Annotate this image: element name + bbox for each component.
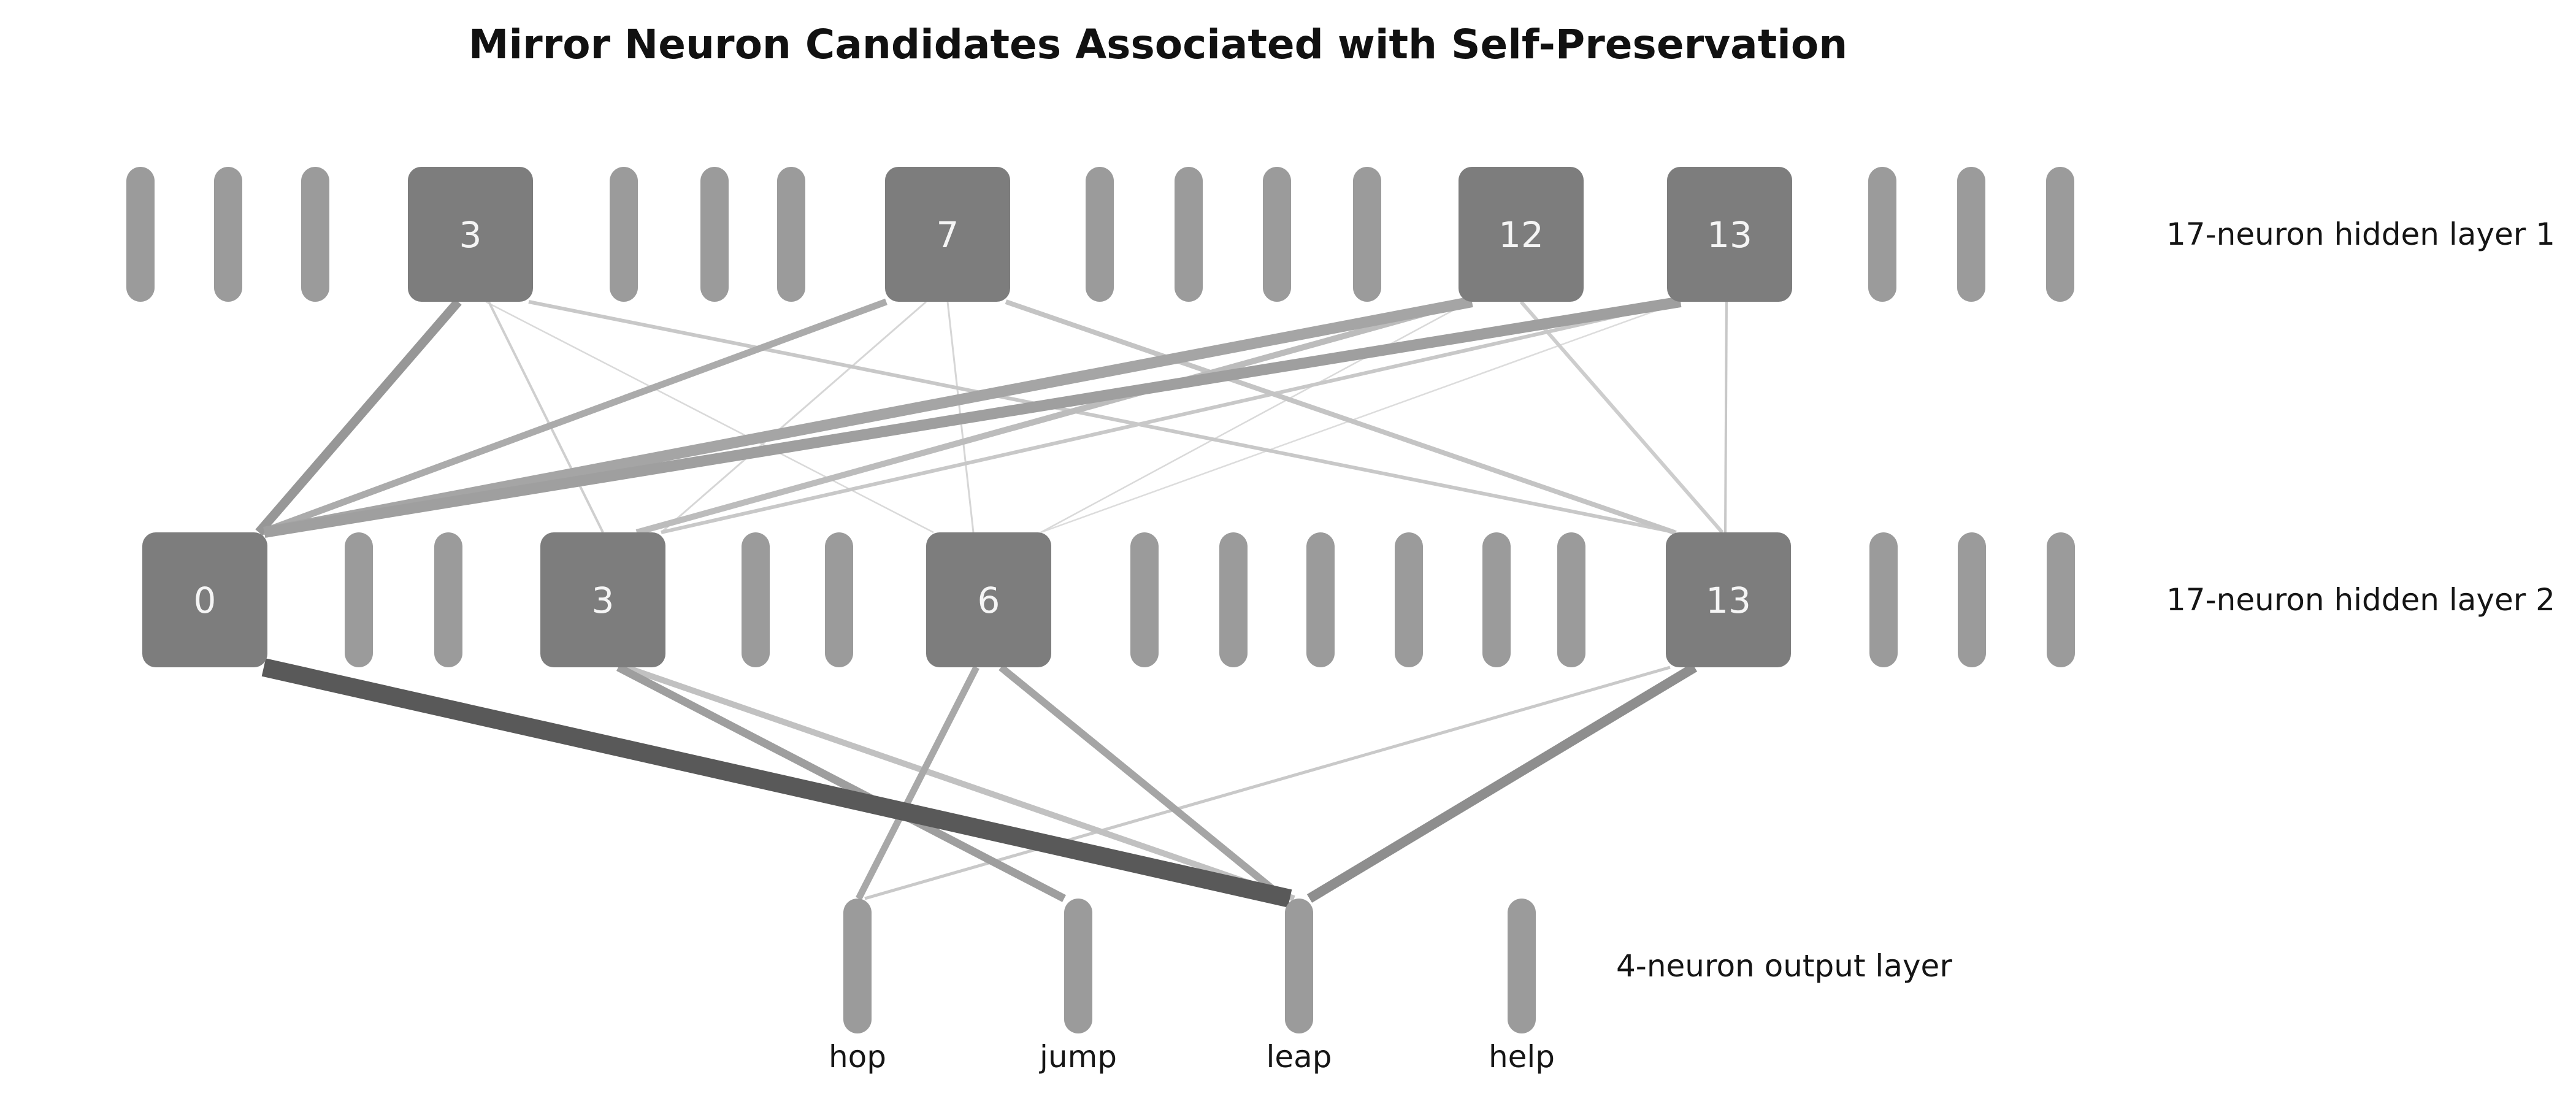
hidden-layer-2-label: 17-neuron hidden layer 2 bbox=[2166, 582, 2555, 618]
hidden1-neuron-14 bbox=[1868, 167, 1896, 302]
hidden2-neuron-14 bbox=[1869, 532, 1898, 667]
hidden2-neuron-0-number: 0 bbox=[194, 580, 217, 621]
edge-h1-13-h2-6 bbox=[1040, 301, 1681, 534]
hidden2-neuron-6-number: 6 bbox=[978, 580, 1000, 621]
output-neuron-2 bbox=[1285, 899, 1313, 1033]
hidden1-neuron-6 bbox=[777, 167, 805, 302]
hidden2-neuron-0-highlighted bbox=[142, 532, 267, 667]
hidden1-neuron-11 bbox=[1353, 167, 1381, 302]
hidden1-neuron-10 bbox=[1263, 167, 1291, 302]
hidden1-neuron-7-number: 7 bbox=[937, 214, 959, 256]
hidden2-neuron-10 bbox=[1395, 532, 1423, 667]
output-layer-label: 4-neuron output layer bbox=[1616, 948, 1952, 984]
hidden2-neuron-16 bbox=[2047, 532, 2075, 667]
hidden2-neuron-13-number: 13 bbox=[1706, 580, 1751, 621]
edge-h1-12-h2-3 bbox=[635, 299, 1468, 535]
output-neuron-1 bbox=[1064, 899, 1092, 1033]
edge-h1-13-h2-3 bbox=[661, 300, 1681, 534]
hidden1-neuron-2 bbox=[301, 167, 329, 302]
hidden1-neuron-5 bbox=[700, 167, 729, 302]
hidden2-neuron-6-highlighted bbox=[926, 532, 1051, 667]
edge-h2-3-out-1 bbox=[616, 664, 1066, 902]
hidden2-neuron-13-highlighted bbox=[1666, 532, 1791, 667]
hidden2-neuron-3-highlighted bbox=[540, 532, 665, 667]
hidden1-neuron-0 bbox=[126, 167, 155, 302]
edge-h1-13-h2-13 bbox=[1724, 301, 1728, 533]
page-title: Mirror Neuron Candidates Associated with… bbox=[468, 21, 1848, 68]
edge-h2-3-out-2 bbox=[624, 664, 1295, 902]
edge-h1-7-h2-13 bbox=[1005, 299, 1676, 535]
edge-h2-6-out-0 bbox=[856, 665, 979, 900]
output-label-hop: hop bbox=[828, 1039, 887, 1075]
hidden1-neuron-3-highlighted bbox=[408, 167, 533, 302]
edge-h2-0-out-2 bbox=[261, 658, 1292, 908]
hidden1-neuron-8 bbox=[1086, 167, 1114, 302]
hidden1-neuron-3-number: 3 bbox=[459, 214, 482, 256]
edge-h1-3-h2-0 bbox=[255, 299, 462, 535]
nodes-layer: 3 7 12 13 0 3 6 13 bbox=[126, 167, 2075, 1033]
output-neuron-3 bbox=[1508, 899, 1536, 1033]
hidden1-neuron-15 bbox=[1957, 167, 1985, 302]
edge-h1-12-h2-13 bbox=[1519, 301, 1724, 534]
hidden2-neuron-12 bbox=[1557, 532, 1585, 667]
edge-h1-7-h2-0 bbox=[260, 298, 887, 536]
edge-h2-6-out-2 bbox=[999, 664, 1287, 902]
edge-h1-3-h2-6 bbox=[485, 301, 934, 534]
hidden2-neuron-11 bbox=[1482, 532, 1511, 667]
hidden2-neuron-4 bbox=[742, 532, 770, 667]
hidden1-neuron-12-number: 12 bbox=[1498, 214, 1544, 256]
edges-layer bbox=[255, 296, 1728, 908]
hidden1-neuron-7-highlighted bbox=[885, 167, 1010, 302]
hidden1-neuron-13-number: 13 bbox=[1707, 214, 1752, 256]
output-neuron-0 bbox=[843, 899, 872, 1033]
hidden-layer-1-label: 17-neuron hidden layer 1 bbox=[2166, 217, 2555, 252]
hidden2-neuron-15 bbox=[1958, 532, 1986, 667]
output-label-leap: leap bbox=[1266, 1039, 1332, 1075]
edge-h2-13-out-2 bbox=[1306, 663, 1698, 903]
edge-h1-13-h2-0 bbox=[263, 296, 1682, 538]
edge-h2-13-out-0 bbox=[864, 665, 1671, 900]
hidden1-neuron-9 bbox=[1175, 167, 1203, 302]
hidden2-neuron-8 bbox=[1219, 532, 1248, 667]
hidden1-neuron-12-highlighted bbox=[1459, 167, 1584, 302]
edge-h1-3-h2-3 bbox=[488, 301, 604, 533]
hidden2-neuron-2 bbox=[434, 532, 462, 667]
hidden1-neuron-4 bbox=[610, 167, 638, 302]
edge-h1-7-h2-3 bbox=[661, 301, 927, 534]
hidden1-neuron-13-highlighted bbox=[1667, 167, 1792, 302]
hidden2-neuron-5 bbox=[825, 532, 853, 667]
output-label-help: help bbox=[1488, 1039, 1555, 1075]
hidden2-neuron-7 bbox=[1130, 532, 1159, 667]
edge-h1-12-h2-0 bbox=[263, 296, 1473, 538]
hidden2-neuron-3-number: 3 bbox=[592, 580, 615, 621]
output-label-jump: jump bbox=[1039, 1039, 1117, 1075]
hidden1-neuron-16 bbox=[2046, 167, 2074, 302]
edge-h1-3-h2-13 bbox=[528, 300, 1677, 534]
hidden2-neuron-1 bbox=[345, 532, 373, 667]
hidden1-neuron-1 bbox=[214, 167, 242, 302]
edge-h1-12-h2-6 bbox=[1040, 301, 1470, 534]
hidden2-neuron-9 bbox=[1306, 532, 1335, 667]
